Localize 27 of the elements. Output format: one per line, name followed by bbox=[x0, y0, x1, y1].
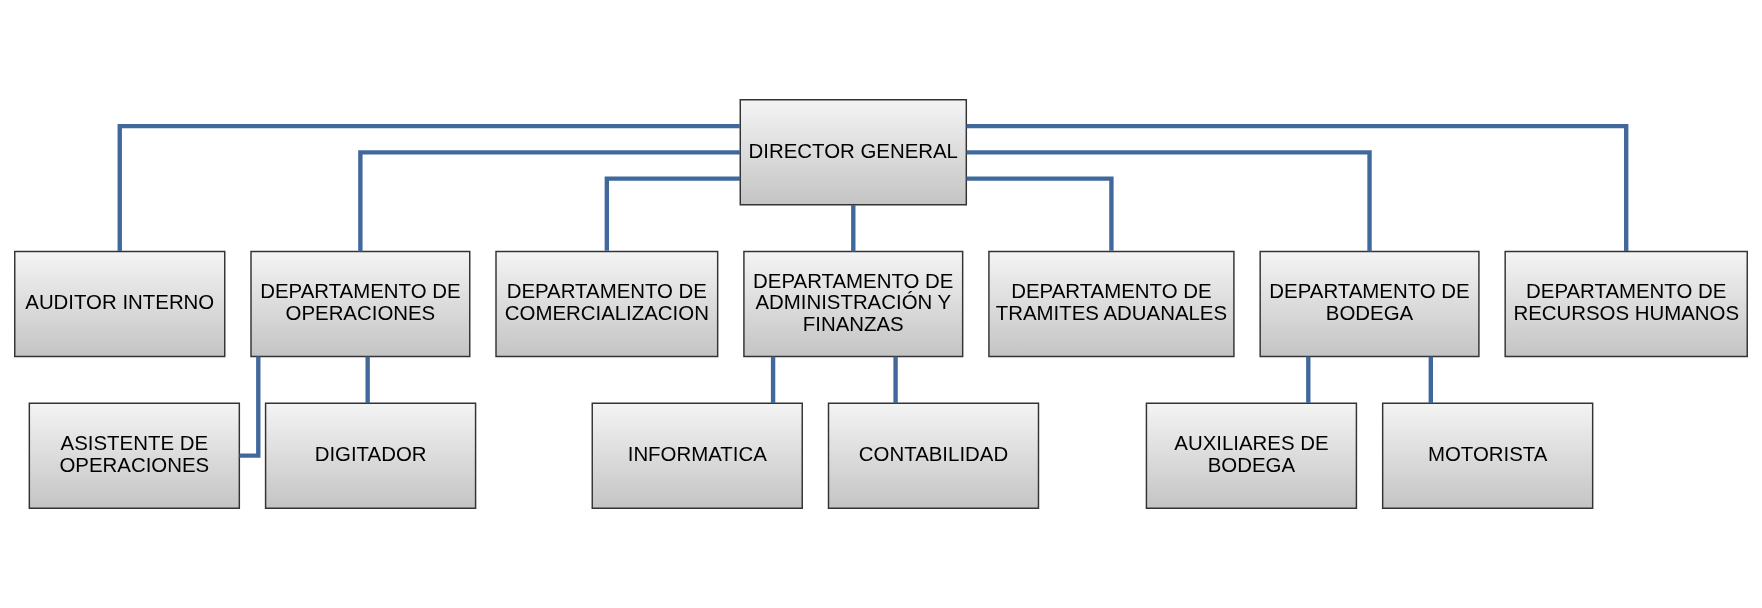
node-box: AUDITOR INTERNO bbox=[14, 250, 226, 358]
node-box: DEPARTAMENTO DE RECURSOS HUMANOS bbox=[1504, 250, 1748, 358]
connector bbox=[1428, 356, 1433, 404]
connector bbox=[966, 176, 1114, 251]
connector bbox=[358, 150, 741, 252]
connector bbox=[1306, 356, 1311, 404]
connector bbox=[893, 356, 898, 404]
connector bbox=[604, 176, 741, 251]
node-box: AUXILIARES DE BODEGA bbox=[1145, 402, 1358, 509]
node-box: DEPARTAMENTO DE BODEGA bbox=[1259, 250, 1480, 358]
connector bbox=[239, 356, 261, 458]
node-box: DIGITADOR bbox=[264, 402, 477, 509]
node-box: DEPARTAMENTO DE TRAMITES ADUANALES bbox=[988, 250, 1235, 358]
connector bbox=[966, 150, 1372, 252]
node-box: CONTABILIDAD bbox=[827, 402, 1040, 509]
node-box: DIRECTOR GENERAL bbox=[739, 99, 968, 206]
node-box: ASISTENTE DE OPERACIONES bbox=[28, 402, 241, 509]
connector bbox=[365, 356, 370, 404]
node-box: INFORMATICA bbox=[591, 402, 803, 509]
node-box: DEPARTAMENTO DE OPERACIONES bbox=[250, 250, 471, 358]
connector bbox=[117, 123, 740, 252]
connector bbox=[966, 123, 1629, 252]
node-box: DEPARTAMENTO DE COMERCIALIZACION bbox=[495, 250, 719, 358]
node-box: DEPARTAMENTO DE ADMINISTRACIÓN Y FINANZAS bbox=[743, 250, 964, 358]
connector bbox=[851, 204, 856, 252]
connector bbox=[770, 356, 776, 404]
node-box: MOTORISTA bbox=[1381, 402, 1594, 509]
